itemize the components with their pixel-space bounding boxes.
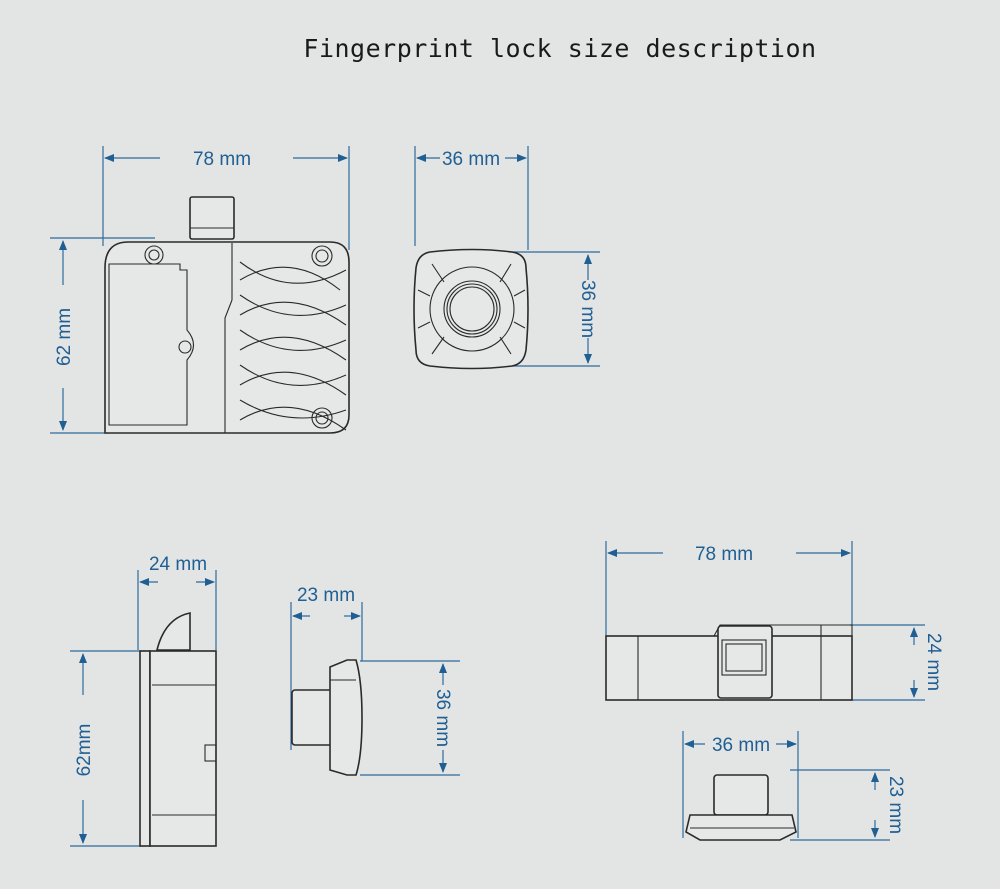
front-view: 78 mm 62 mm [50,146,350,434]
diagram-title: Fingerprint lock size description [303,34,817,63]
knob-top-view: 36 mm 23 mm [682,731,906,841]
diamond-grip-pattern [239,261,347,431]
top-view: 78 mm 24 mm [605,541,944,701]
knob-side-depth-label: 23 mm [297,585,355,606]
side-depth-label: 24 mm [149,554,207,575]
front-height-label: 62 mm [54,308,75,366]
face-width-label: 36 mm [442,149,500,170]
knob-top-width-label: 36 mm [712,735,770,756]
fingerprint-face-view: 36 mm 36 mm [413,146,600,370]
side-height-label: 62mm [74,724,95,777]
front-width-label: 78 mm [193,149,251,170]
top-width-label: 78 mm [695,544,753,565]
face-height-label: 36 mm [577,280,598,338]
knob-side-height-label: 36 mm [432,689,453,747]
knob-top-depth-label: 23 mm [885,776,906,834]
top-depth-label: 24 mm [923,633,944,691]
knob-side-view: 23 mm 36 mm [290,585,460,776]
side-view: 24 mm 62mm [70,554,217,847]
